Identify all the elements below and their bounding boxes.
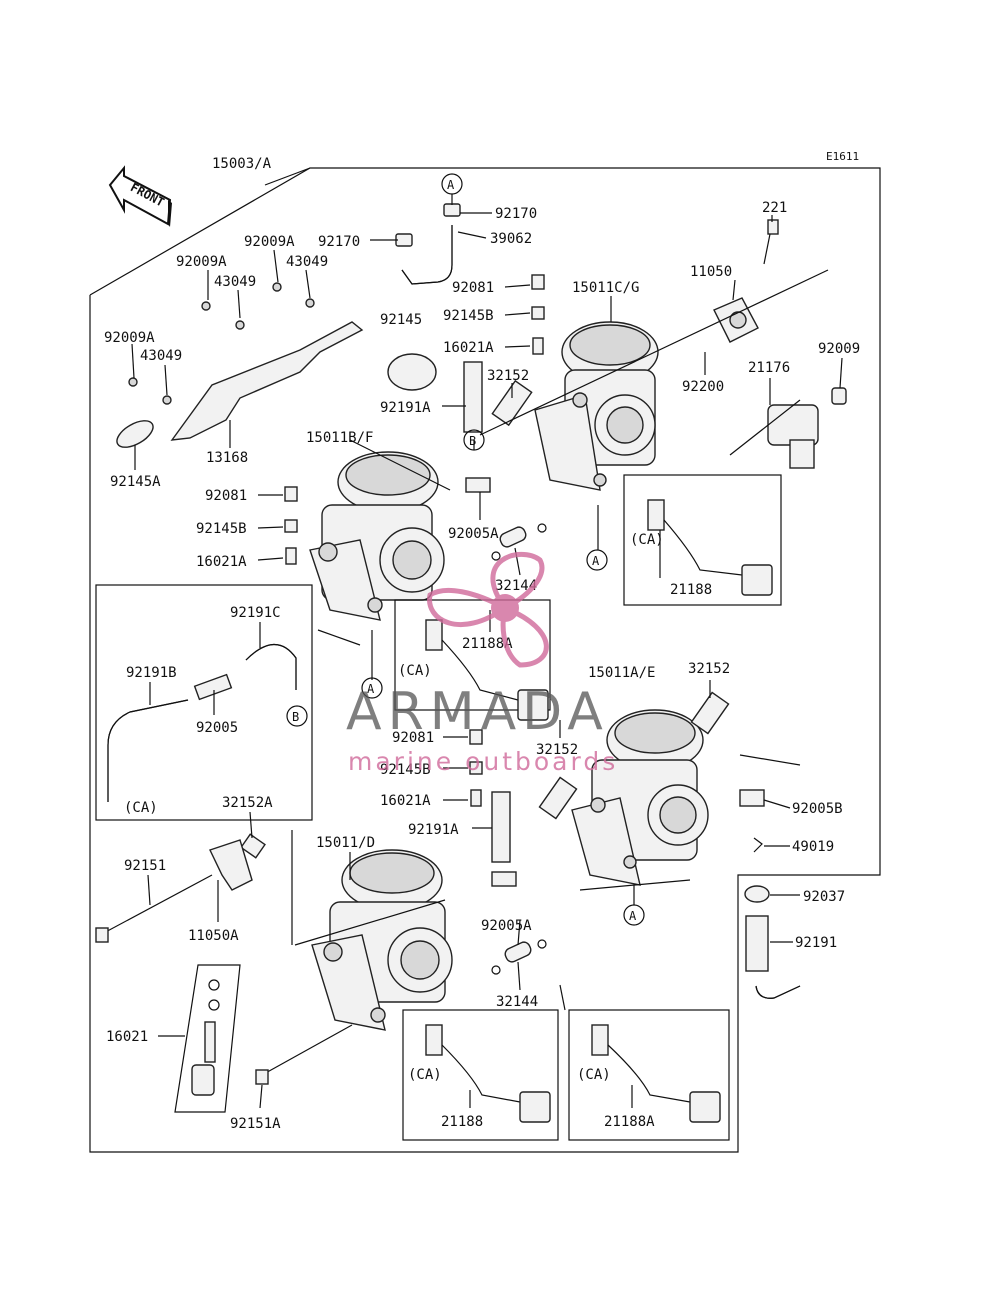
part-label: 15011/D bbox=[316, 835, 375, 851]
part-label: 92151A bbox=[230, 1116, 281, 1132]
part-label: 92145A bbox=[110, 474, 161, 490]
callout-a: A bbox=[361, 677, 383, 699]
part-label: 32152A bbox=[222, 795, 273, 811]
part-label: 92081 bbox=[205, 488, 247, 504]
part-label: 13168 bbox=[206, 450, 248, 466]
watermark-brand: ARMADA bbox=[346, 682, 609, 742]
part-label: 16021 bbox=[106, 1029, 148, 1045]
part-label: 92191A bbox=[408, 822, 459, 838]
part-label: 92005A bbox=[481, 918, 532, 934]
part-label: 39062 bbox=[490, 231, 532, 247]
part-label: 32144 bbox=[495, 578, 537, 594]
part-labels: 15003/A 92170 92170 39062 221 11050 9200… bbox=[104, 156, 860, 1132]
part-label: 92191C bbox=[230, 605, 281, 621]
part-label: 32152 bbox=[688, 661, 730, 677]
part-label: 92081 bbox=[452, 280, 494, 296]
part-label: 92009A bbox=[104, 330, 155, 346]
callout-label: A bbox=[447, 178, 455, 192]
callout-label: A bbox=[592, 554, 600, 568]
callout-b: B bbox=[463, 429, 485, 451]
diagram-id: E1611 bbox=[826, 150, 859, 163]
part-label: 92200 bbox=[682, 379, 724, 395]
part-label: 15011C/G bbox=[572, 280, 639, 296]
part-label: 92191 bbox=[795, 935, 837, 951]
watermark-tagline: marine outboards bbox=[348, 747, 618, 776]
part-label: 49019 bbox=[792, 839, 834, 855]
carburetor-15011a-e bbox=[571, 709, 709, 886]
callout-circles: A B A B A A bbox=[286, 173, 645, 926]
front-arrow-icon: FRONT bbox=[108, 165, 172, 227]
part-label: 21188A bbox=[462, 636, 513, 652]
carburetor-15011-d bbox=[311, 849, 453, 1031]
part-label: 92145B bbox=[196, 521, 247, 537]
part-label: 92145B bbox=[380, 762, 431, 778]
callout-a: A bbox=[441, 173, 463, 195]
part-label: 92191A bbox=[380, 400, 431, 416]
part-label: 43049 bbox=[140, 348, 182, 364]
carburetor-15011b-f bbox=[309, 451, 445, 621]
part-label: 32152 bbox=[487, 368, 529, 384]
callout-a: A bbox=[586, 549, 608, 571]
callout-label: B bbox=[292, 710, 299, 724]
propeller-logo-icon bbox=[427, 551, 549, 668]
part-label: 92009 bbox=[818, 341, 860, 357]
part-label: 92009A bbox=[244, 234, 295, 250]
part-label: 92037 bbox=[803, 889, 845, 905]
callout-label: B bbox=[469, 434, 476, 448]
callout-label: A bbox=[629, 909, 637, 923]
part-label: 92151 bbox=[124, 858, 166, 874]
part-label: 92005A bbox=[448, 526, 499, 542]
part-label: 21188A bbox=[604, 1114, 655, 1130]
part-label: 21176 bbox=[748, 360, 790, 376]
part-label: 43049 bbox=[214, 274, 256, 290]
part-label: 43049 bbox=[286, 254, 328, 270]
part-label: 32152 bbox=[536, 742, 578, 758]
callout-b: B bbox=[286, 705, 308, 727]
part-label: 11050A bbox=[188, 928, 239, 944]
part-label: 92005 bbox=[196, 720, 238, 736]
part-label: (CA) bbox=[408, 1067, 442, 1083]
part-label: 92081 bbox=[392, 730, 434, 746]
part-label: 221 bbox=[762, 200, 787, 216]
part-label: 16021A bbox=[196, 554, 247, 570]
callout-label: A bbox=[367, 682, 375, 696]
part-label: 92145 bbox=[380, 312, 422, 328]
part-label: 16021A bbox=[443, 340, 494, 356]
leader-lines bbox=[131, 194, 843, 1109]
part-label: 11050 bbox=[690, 264, 732, 280]
part-label: (CA) bbox=[630, 532, 664, 548]
part-label: (CA) bbox=[577, 1067, 611, 1083]
part-label: 92009A bbox=[176, 254, 227, 270]
part-label: 15011B/F bbox=[306, 430, 373, 446]
part-label: 15011A/E bbox=[588, 665, 655, 681]
bracket-13168 bbox=[170, 321, 364, 441]
part-label: 21188 bbox=[441, 1114, 483, 1130]
part-label: 92145B bbox=[443, 308, 494, 324]
parts-drawing bbox=[95, 203, 847, 1141]
callout-a: A bbox=[623, 904, 645, 926]
part-label: 92191B bbox=[126, 665, 177, 681]
part-label: 21188 bbox=[670, 582, 712, 598]
part-label: 92170 bbox=[495, 206, 537, 222]
part-label: 92005B bbox=[792, 801, 843, 817]
part-label: (CA) bbox=[398, 663, 432, 679]
part-label: 16021A bbox=[380, 793, 431, 809]
assembly-frame bbox=[89, 167, 881, 1153]
armada-watermark: ARMADA marine outboards bbox=[346, 551, 618, 776]
part-label: 92170 bbox=[318, 234, 360, 250]
part-label: 32144 bbox=[496, 994, 538, 1010]
carburetor-15011c-g bbox=[534, 321, 659, 491]
part-label: (CA) bbox=[124, 800, 158, 816]
part-label: 15003/A bbox=[212, 156, 272, 172]
